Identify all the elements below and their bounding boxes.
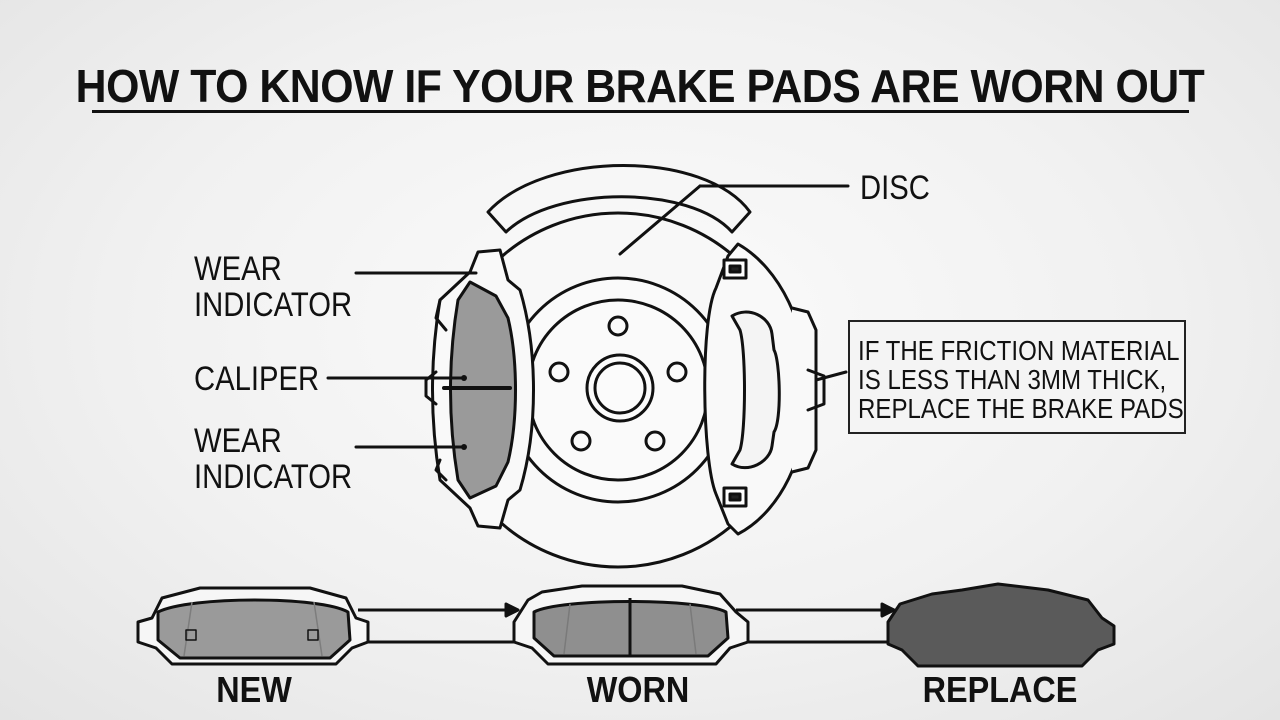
note-line: IF THE FRICTION MATERIAL [858,335,1180,366]
note-text: IF THE FRICTION MATERIAL IS LESS THAN 3M… [858,336,1184,423]
label-wear-indicator-top: WEAR INDICATOR [194,250,353,324]
lug-hole [570,430,592,452]
caliper-piston [730,310,781,470]
pad-new [156,598,352,660]
pad-replace [886,582,1116,668]
note-box [848,320,1186,434]
title-underline [92,110,1189,113]
page-title: HOW TO KNOW IF YOUR BRAKE PADS ARE WORN … [75,60,1205,112]
hub-outer [585,353,655,423]
label-disc: DISC [860,169,930,207]
dust-shield [486,164,752,234]
stage-label-worn: WORN [586,669,690,710]
label-wear-indicator-bottom: WEAR INDICATOR [194,422,353,496]
lug-hole [644,430,666,452]
lug-hole [666,361,688,383]
disc-leader [618,184,702,256]
lug-hole [548,361,570,383]
hub-inner [593,361,647,415]
stage-label-new: NEW [216,669,292,710]
lug-hole [607,315,629,337]
note-leader [814,370,848,382]
stage-label-replace: REPLACE [922,669,1078,710]
note-line: IS LESS THAN 3MM THICK, [858,364,1167,395]
note-line: REPLACE THE BRAKE PADS [858,393,1184,424]
label-caliper: CALIPER [194,360,320,398]
